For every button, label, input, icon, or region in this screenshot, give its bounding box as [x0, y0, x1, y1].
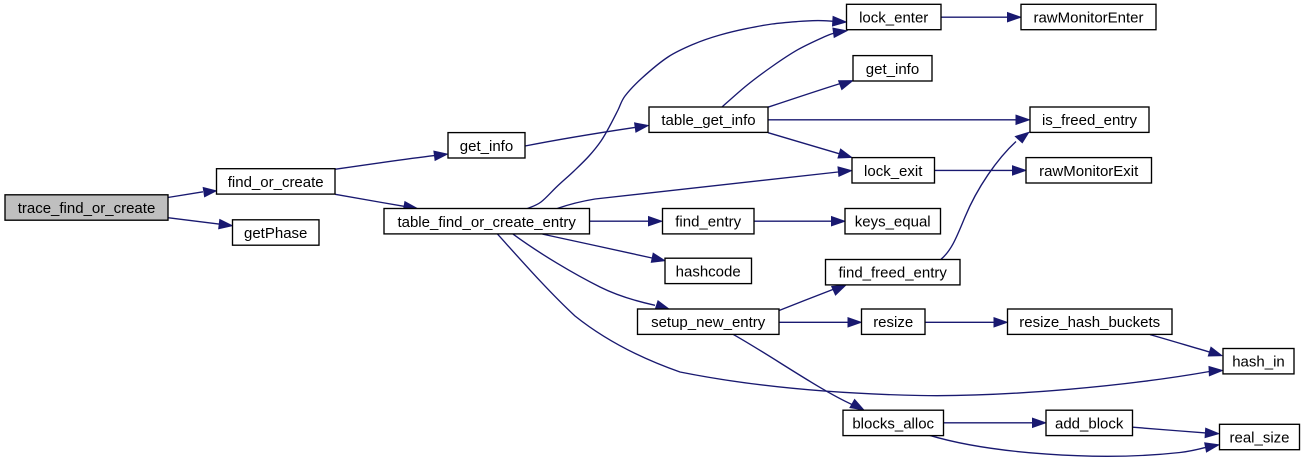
svg-text:getPhase: getPhase	[244, 225, 307, 242]
svg-text:find_freed_entry: find_freed_entry	[838, 265, 947, 282]
svg-text:rawMonitorEnter: rawMonitorEnter	[1033, 10, 1143, 27]
svg-text:lock_exit: lock_exit	[864, 163, 923, 180]
svg-text:is_freed_entry: is_freed_entry	[1042, 112, 1138, 129]
svg-text:get_info: get_info	[866, 61, 919, 78]
svg-text:lock_enter: lock_enter	[859, 10, 928, 27]
svg-text:trace_find_or_create: trace_find_or_create	[18, 200, 156, 217]
svg-text:hashcode: hashcode	[676, 263, 741, 280]
svg-text:real_size: real_size	[1229, 430, 1289, 447]
svg-text:table_find_or_create_entry: table_find_or_create_entry	[397, 214, 576, 231]
svg-text:get_info: get_info	[460, 138, 513, 155]
svg-text:setup_new_entry: setup_new_entry	[651, 314, 766, 331]
svg-text:find_or_create: find_or_create	[228, 174, 324, 191]
svg-text:resize: resize	[873, 314, 913, 331]
svg-text:find_entry: find_entry	[675, 214, 741, 231]
svg-text:hash_in: hash_in	[1232, 354, 1285, 371]
svg-text:blocks_alloc: blocks_alloc	[852, 415, 934, 432]
svg-text:rawMonitorExit: rawMonitorExit	[1039, 163, 1139, 180]
svg-text:resize_hash_buckets: resize_hash_buckets	[1019, 314, 1160, 331]
svg-text:table_get_info: table_get_info	[661, 112, 755, 129]
svg-text:keys_equal: keys_equal	[855, 214, 931, 231]
svg-text:add_block: add_block	[1055, 415, 1124, 432]
